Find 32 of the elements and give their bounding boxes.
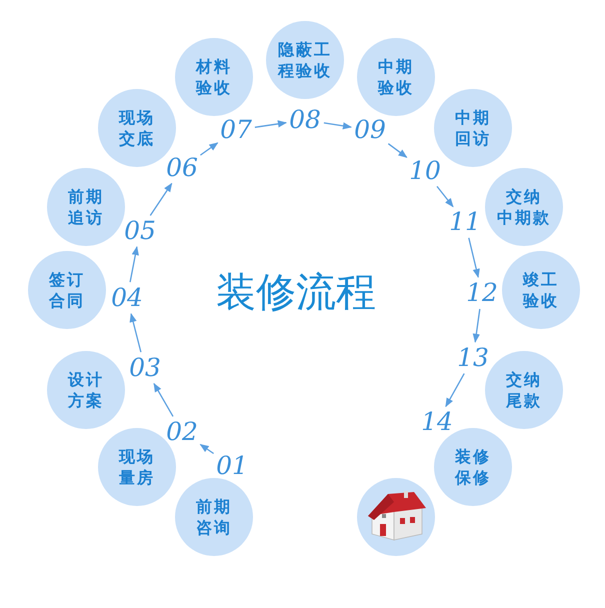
step-number: 01	[216, 453, 248, 479]
arrow	[150, 182, 172, 216]
step-number: 09	[354, 117, 386, 143]
step-circle: 中期验收	[357, 38, 435, 116]
title: 装修流程	[216, 268, 376, 318]
step-circle: 竣工验收	[502, 251, 580, 329]
arrow	[468, 238, 480, 278]
step-number: 04	[111, 285, 143, 311]
arrow	[200, 142, 218, 156]
step-number: 07	[220, 117, 252, 143]
arrow	[436, 186, 454, 208]
arrow	[254, 120, 287, 128]
arrow	[472, 308, 480, 343]
step-circle: 交纳中期款	[485, 168, 563, 246]
step-circle: 前期咨询	[175, 478, 253, 556]
arrow	[445, 373, 465, 408]
step-circle: 材料验收	[175, 38, 253, 116]
step-number: 05	[124, 218, 156, 244]
step-number: 03	[129, 355, 161, 381]
step-circle: 签订合同	[28, 251, 106, 329]
step-number: 11	[449, 209, 481, 235]
step-circle: 前期追访	[47, 168, 125, 246]
step-circle: 设计方案	[47, 351, 125, 429]
arrow	[130, 313, 142, 352]
step-number: 08	[289, 107, 321, 133]
step-number: 12	[466, 280, 498, 306]
arrow	[388, 143, 408, 158]
arrow	[324, 122, 352, 130]
step-circle: 隐蔽工程验收	[266, 21, 344, 99]
arrow	[200, 444, 214, 454]
arrow	[129, 246, 139, 282]
arrow	[153, 382, 174, 417]
